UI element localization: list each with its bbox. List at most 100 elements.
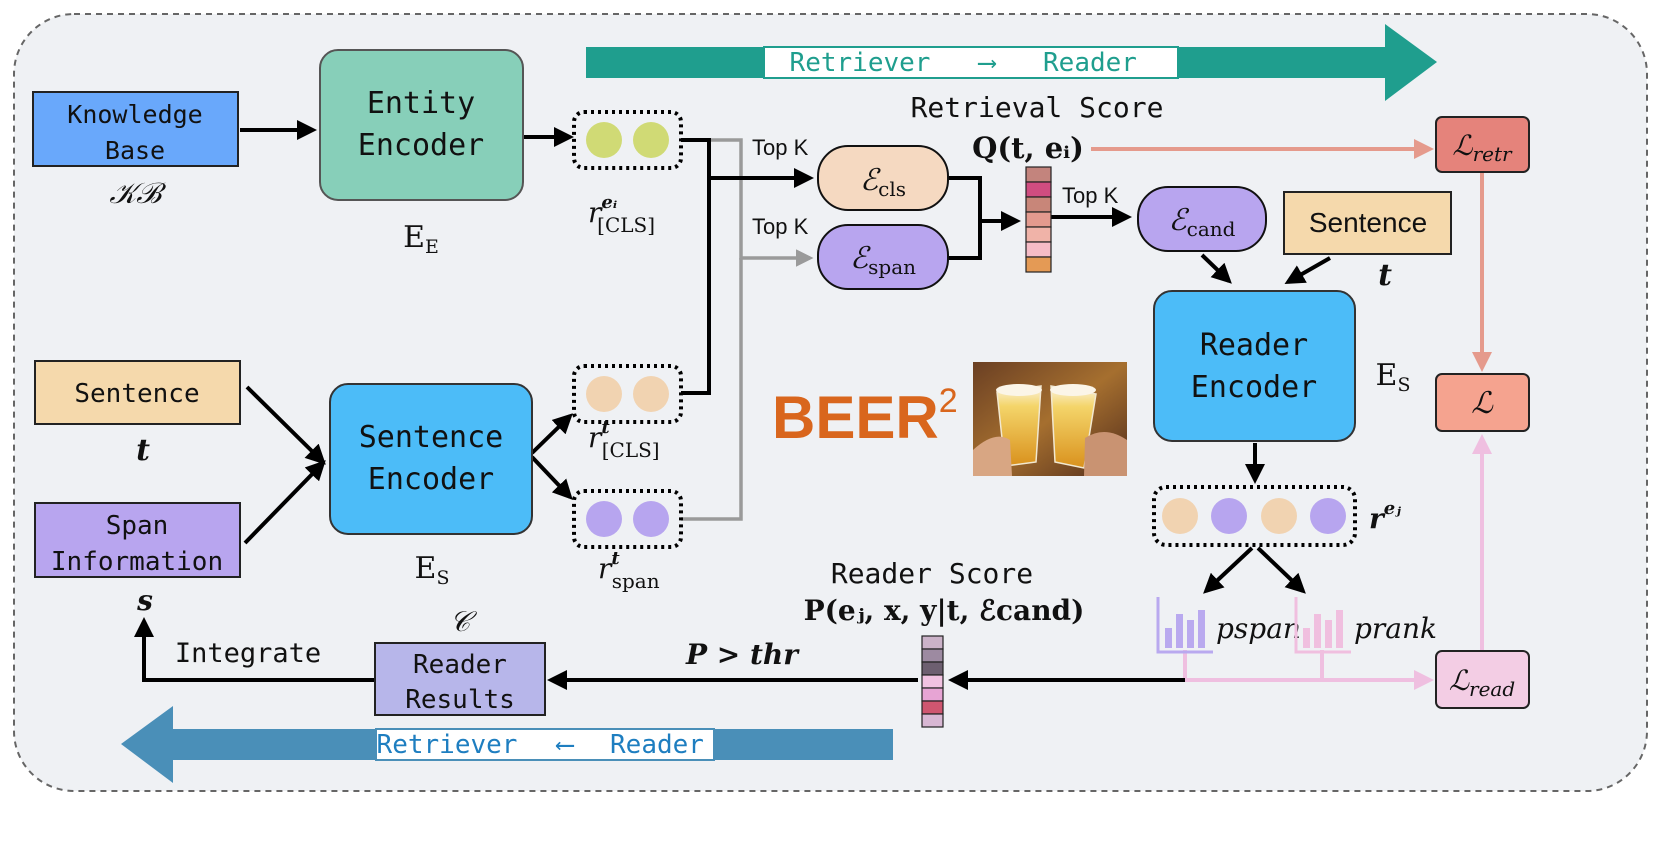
knowledge-base-symbol: 𝒦ℬ bbox=[109, 176, 166, 210]
retrieval-score-title: Retrieval Score bbox=[911, 91, 1164, 124]
e-span-label: ℰspan bbox=[850, 241, 916, 279]
bottom-banner-left-label: Retriever bbox=[377, 730, 518, 760]
score-bar-cell bbox=[921, 635, 944, 650]
p-span-bar-icon bbox=[1156, 597, 1213, 654]
reader-token-dot bbox=[1211, 498, 1247, 534]
reader-score-formula: P(eⱼ, x, y|t, ℰcand) bbox=[804, 594, 1085, 627]
sentence-right-label: Sentence bbox=[1309, 207, 1427, 238]
bottom-banner-right-label: Reader bbox=[610, 730, 704, 760]
integrate-label: Integrate bbox=[175, 638, 321, 669]
top-k-span-label: Top K bbox=[752, 214, 809, 239]
score-bar-cell bbox=[1025, 226, 1052, 243]
score-bar-cell bbox=[1025, 196, 1052, 213]
reader-results-line2: Results bbox=[405, 685, 515, 715]
p-rank-label: prank bbox=[1354, 612, 1437, 645]
sentence-right-node: Sentence t bbox=[1283, 191, 1452, 293]
span-information-line2: Information bbox=[51, 547, 223, 577]
reader-encoder-symbol: ES bbox=[1376, 358, 1411, 396]
connectors bbox=[134, 120, 1492, 690]
sentence-span-token-dot bbox=[586, 501, 622, 537]
e-span-node: ℰspan bbox=[817, 224, 949, 290]
reader-encoder-line2: Encoder bbox=[1191, 370, 1317, 405]
top-k-cls-label: Top K bbox=[752, 135, 809, 160]
score-bar-cell bbox=[921, 700, 944, 715]
loss-total-label: ℒ bbox=[1471, 386, 1494, 421]
r-cls-t-label: rt[CLS] bbox=[588, 417, 660, 462]
entity-encoder-symbol: EE bbox=[403, 220, 439, 258]
sentence-right-symbol: t bbox=[1378, 258, 1392, 293]
r-e-j-label: reⱼ bbox=[1369, 498, 1401, 535]
e-cand-node: ℰcand bbox=[1137, 186, 1267, 252]
e-cls-label: ℰcls bbox=[860, 163, 906, 201]
top-banner-left-label: Retriever bbox=[790, 48, 931, 78]
reader-token-dot bbox=[1310, 498, 1346, 534]
sentence-span-token-dot bbox=[633, 501, 669, 537]
score-bar-cell bbox=[1025, 211, 1052, 228]
reader-results-node: Reader Results 𝒞 bbox=[374, 605, 546, 716]
e-cand-label: ℰcand bbox=[1169, 203, 1236, 241]
span-information-symbol: s bbox=[136, 584, 153, 617]
reader-token-dot bbox=[1261, 498, 1297, 534]
sentence-cls-embedding: rt[CLS] bbox=[572, 364, 683, 462]
reader-to-retriever-banner: Retriever ⟵ Reader bbox=[121, 706, 893, 783]
reader-embedding: reⱼ bbox=[1152, 485, 1401, 547]
score-bar-cell bbox=[1025, 241, 1052, 258]
reader-encoder-node: Reader Encoder ES bbox=[1153, 290, 1411, 442]
top-banner-arrow: ⟶ bbox=[977, 48, 996, 78]
loss-total-node: ℒ bbox=[1435, 373, 1530, 432]
entity-encoder-node: Entity Encoder EE bbox=[319, 49, 524, 258]
score-bar-cell bbox=[921, 648, 944, 663]
entity-encoder-line2: Encoder bbox=[358, 128, 484, 163]
sentence-cls-token-dot bbox=[586, 376, 622, 412]
reader-token-dot bbox=[1162, 498, 1198, 534]
top-k-cand-label: Top K bbox=[1062, 183, 1119, 208]
entity-token-dot bbox=[633, 122, 669, 158]
bottom-banner-arrow: ⟵ bbox=[555, 730, 574, 760]
reader-results-line1: Reader bbox=[413, 650, 507, 680]
beer2-logo-text: BEER2 bbox=[772, 382, 958, 451]
retrieval-score-formula: Q(t, eᵢ) bbox=[972, 131, 1084, 165]
sentence-input-symbol: t bbox=[136, 433, 150, 468]
sentence-encoder-line1: Sentence bbox=[359, 420, 504, 455]
span-information-line1: Span bbox=[106, 511, 169, 541]
entity-token-dot bbox=[586, 122, 622, 158]
r-cls-e-label: reᵢ[CLS] bbox=[588, 192, 655, 237]
beer-toast-image bbox=[973, 362, 1127, 476]
score-bar-cell bbox=[1025, 181, 1052, 198]
score-bar-cell bbox=[921, 713, 944, 728]
span-information-node: Span Information s bbox=[34, 502, 241, 617]
knowledge-base-line1: Knowledge bbox=[67, 100, 202, 129]
reader-encoder-line1: Reader bbox=[1200, 328, 1308, 363]
reader-score-bar bbox=[921, 635, 944, 728]
loss-read-label: ℒread bbox=[1449, 664, 1515, 701]
p-rank-output: prank bbox=[1294, 597, 1437, 654]
sentence-input-label: Sentence bbox=[74, 379, 199, 409]
sentence-encoder-line2: Encoder bbox=[368, 462, 494, 497]
loss-read-node: ℒread bbox=[1435, 650, 1530, 709]
knowledge-base-node: Knowledge Base 𝒦ℬ bbox=[32, 91, 239, 210]
score-bar-cell bbox=[921, 674, 944, 689]
sentence-cls-token-dot bbox=[633, 376, 669, 412]
retrieval-score-bar bbox=[1025, 166, 1052, 273]
score-bar-cell bbox=[1025, 166, 1052, 183]
score-bar-cell bbox=[921, 687, 944, 702]
retriever-to-reader-banner: Retriever ⟶ Reader bbox=[586, 24, 1437, 101]
score-bar-cell bbox=[921, 661, 944, 676]
loss-retr-label: ℒretr bbox=[1452, 129, 1513, 166]
knowledge-base-line2: Base bbox=[105, 136, 165, 165]
sentence-input-node: Sentence t bbox=[34, 360, 241, 468]
sentence-encoder-symbol: ES bbox=[415, 551, 450, 589]
entity-cls-embedding: reᵢ[CLS] bbox=[572, 110, 683, 237]
loss-retr-node: ℒretr bbox=[1435, 116, 1530, 173]
reader-score-title: Reader Score bbox=[831, 557, 1033, 590]
score-bar-cell bbox=[1025, 256, 1052, 273]
p-span-output: pspan bbox=[1156, 597, 1301, 654]
p-rank-bar-icon bbox=[1294, 597, 1351, 654]
top-banner-right-label: Reader bbox=[1043, 48, 1137, 78]
e-cls-node: ℰcls bbox=[817, 145, 949, 211]
sentence-encoder-node: Sentence Encoder ES bbox=[329, 383, 533, 589]
entity-encoder-line1: Entity bbox=[367, 86, 475, 121]
